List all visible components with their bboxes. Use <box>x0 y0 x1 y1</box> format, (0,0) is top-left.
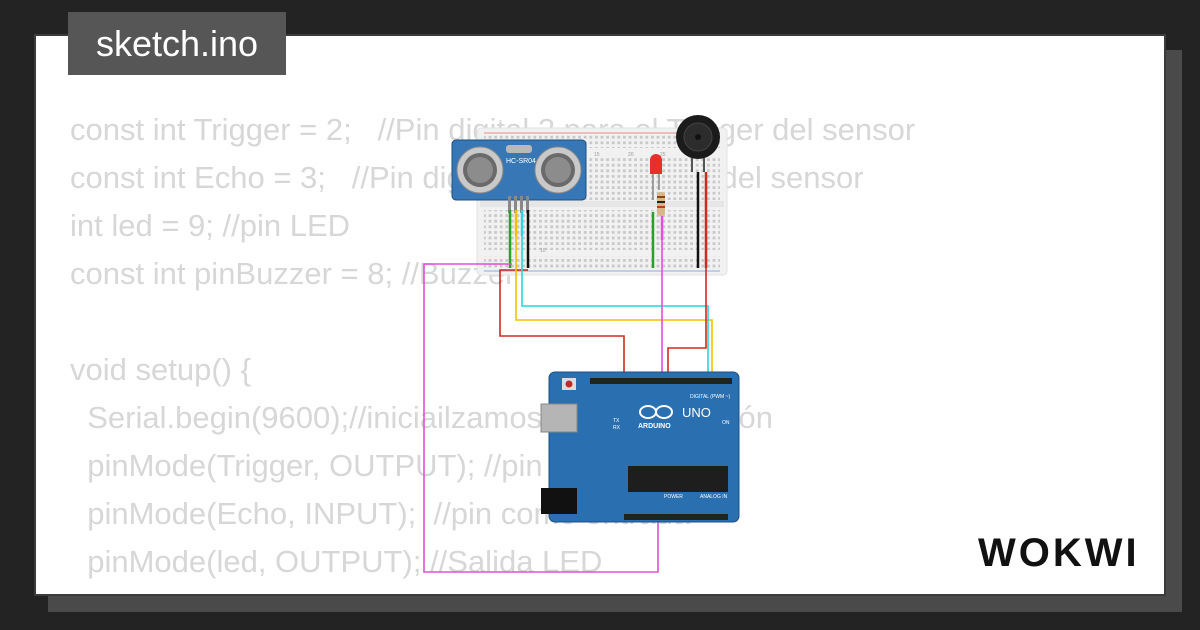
analog-label: ANALOG IN <box>700 494 728 500</box>
ultrasonic-sensor: HC-SR04 <box>451 139 587 213</box>
code-line: int led = 9; //pin LED <box>70 208 351 243</box>
breadboard-number: 25 <box>660 152 666 158</box>
file-name-tab: sketch.ino <box>68 12 286 75</box>
code-line: pinMode(Echo, INPUT); //pin como entrada <box>70 496 691 531</box>
arduino-uno: DIGITAL (PWM ~) ARDUINO UNO TX RX ON POW… <box>540 371 740 523</box>
breadboard-number: 10 <box>540 248 546 254</box>
wokwi-logo-text: WOKWI <box>978 531 1140 575</box>
code-line: const int Trigger = 2; //Pin digital 2 p… <box>70 112 916 147</box>
breadboard-number: 15 <box>594 152 600 158</box>
board-model: UNO <box>682 405 711 420</box>
code-line: pinMode(led, OUTPUT); //Salida LED <box>70 544 603 579</box>
resistor <box>657 192 665 216</box>
sensor-label: HC-SR04 <box>506 158 536 165</box>
arduino-logo-icon <box>639 405 673 419</box>
on-label: ON <box>722 420 730 426</box>
wokwi-logo: WOKWI <box>978 531 1140 575</box>
wires <box>423 236 713 573</box>
power-label: POWER <box>664 494 683 500</box>
led <box>650 154 662 200</box>
breadboard-number: 20 <box>628 152 634 158</box>
rx-label: RX <box>613 425 621 431</box>
buzzer <box>676 115 720 172</box>
tx-label: TX <box>613 418 620 424</box>
breadboard-jumpers <box>508 172 708 268</box>
board-brand: ARDUINO <box>638 423 671 430</box>
digital-header-label: DIGITAL (PWM ~) <box>690 394 730 400</box>
code-line: void setup() { <box>70 352 251 387</box>
